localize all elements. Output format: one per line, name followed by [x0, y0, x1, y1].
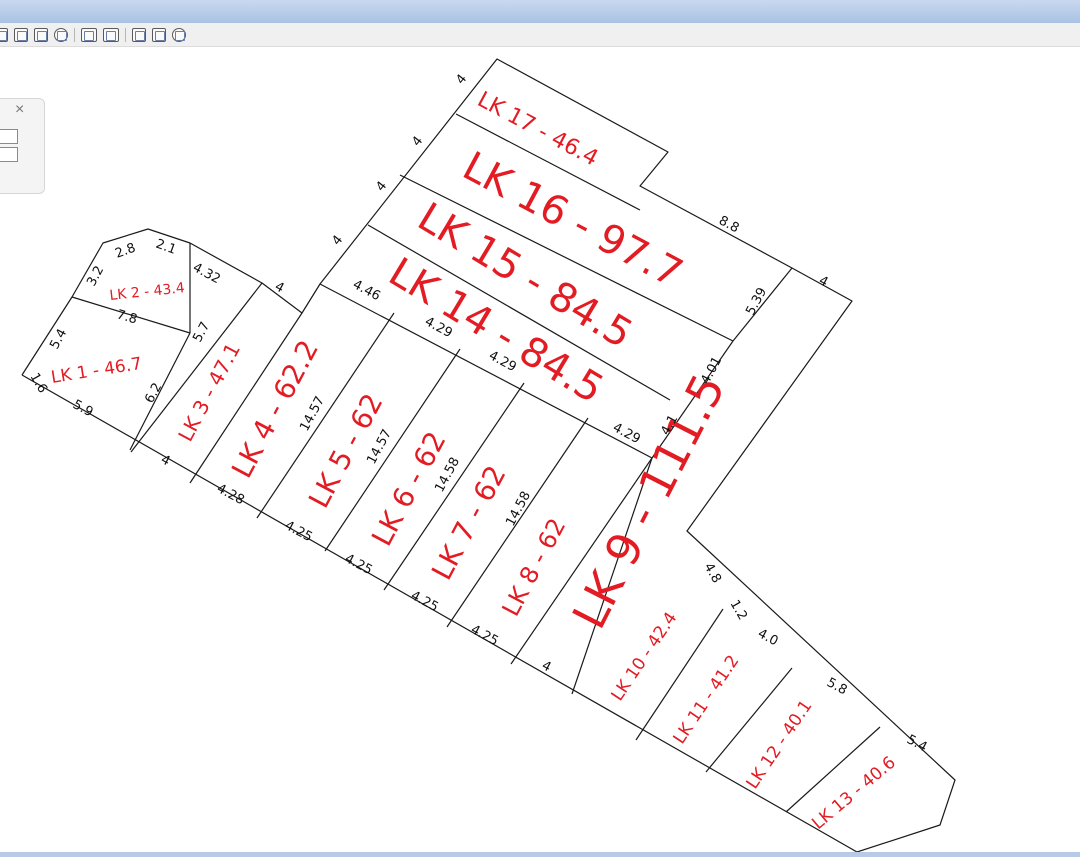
dim-label: 5.9: [70, 397, 95, 420]
dim-label: 4: [539, 658, 553, 675]
dim-label: 1.2: [727, 598, 750, 623]
close-icon[interactable]: ×: [15, 101, 25, 118]
lot-boundaries: [21, 58, 956, 852]
toolbar-separator: [74, 27, 75, 42]
outer-boundary: [21, 58, 956, 852]
dim-label: 8.8: [716, 213, 741, 236]
toolbar-separator: [125, 27, 126, 42]
lot-line: [129, 332, 191, 451]
lot-line: [319, 283, 653, 459]
lot-line: [635, 608, 724, 741]
dim-label: 14.57: [297, 394, 328, 434]
lot-line: [732, 267, 793, 342]
lot-line: [367, 224, 671, 401]
dim-label: 4.32: [190, 260, 223, 287]
dim-label: 4.28: [214, 481, 247, 508]
panel-field-2[interactable]: [0, 147, 18, 162]
lot-labels: LK 1 - 46.7 LK 2 - 43.4 LK 3 - 47.1 LK 4…: [50, 87, 900, 834]
lot-label-11: LK 11 - 41.2: [670, 652, 744, 748]
dim-label: 4: [272, 279, 286, 296]
floating-panel: ×: [0, 98, 45, 194]
window-titlebar: [0, 0, 1080, 23]
dim-label: 2.8: [113, 241, 138, 262]
lot-line: [651, 340, 734, 459]
dim-label: 7.8: [115, 307, 139, 327]
measure-icon[interactable]: [132, 27, 146, 42]
lot-label-12: LK 12 - 40.1: [743, 697, 817, 793]
lot-line: [189, 312, 303, 484]
print-icon[interactable]: [34, 27, 48, 42]
lot-line: [256, 312, 395, 519]
lot-line: [510, 457, 653, 665]
lot-label-1: LK 1 - 46.7: [50, 354, 144, 388]
dim-label: 4: [373, 179, 390, 195]
lot-line: [399, 174, 734, 342]
dim-label: 3.2: [84, 264, 107, 289]
dim-label: 4.25: [282, 518, 315, 545]
dim-label: 1.6: [27, 371, 50, 396]
dim-label: 5.7: [190, 320, 213, 345]
toolbar: [0, 23, 1080, 47]
dim-label: 4.29: [610, 420, 643, 447]
lot-line: [71, 296, 191, 334]
lot-line: [455, 113, 641, 211]
lot-line: [571, 457, 653, 695]
settings-icon[interactable]: [172, 27, 186, 42]
lot-line: [130, 282, 263, 453]
dim-label: 4: [409, 134, 426, 150]
lot-label-13: LK 13 - 40.6: [808, 753, 899, 834]
zoom-window-icon[interactable]: [0, 27, 8, 42]
lot-line: [324, 348, 461, 552]
print-preview-icon[interactable]: [54, 27, 68, 42]
lot-line: [785, 726, 881, 813]
dim-label: 4.46: [350, 277, 383, 304]
select-dropdown-icon[interactable]: [152, 27, 166, 42]
dim-label: 4: [329, 233, 346, 249]
lot-line: [446, 417, 589, 628]
dim-label: 4: [453, 72, 470, 88]
dim-label: 2.1: [154, 237, 179, 258]
lot-label-3: LK 3 - 47.1: [173, 339, 245, 445]
lot-line: [705, 667, 793, 773]
dim-label: 6.2: [142, 381, 165, 406]
dim-label: 14.58: [503, 489, 534, 529]
layout-alt-icon[interactable]: [103, 27, 119, 42]
layout-icon[interactable]: [81, 27, 97, 42]
dim-label: 4.8: [701, 561, 724, 586]
plan-drawing[interactable]: LK 1 - 46.7 LK 2 - 43.4 LK 3 - 47.1 LK 4…: [0, 48, 1080, 852]
status-bar: [0, 852, 1080, 857]
lot-label-8: LK 8 - 62: [497, 514, 572, 621]
dim-label: 4.0: [755, 626, 780, 649]
lot-label-2: LK 2 - 43.4: [109, 280, 186, 304]
lot-label-10: LK 10 - 42.4: [608, 609, 682, 705]
zoom-extents-icon[interactable]: [14, 27, 28, 42]
dim-label: 5.39: [743, 285, 770, 318]
dim-label: 4: [158, 452, 172, 469]
lot-line: [383, 382, 525, 591]
panel-field-1[interactable]: [0, 129, 18, 144]
